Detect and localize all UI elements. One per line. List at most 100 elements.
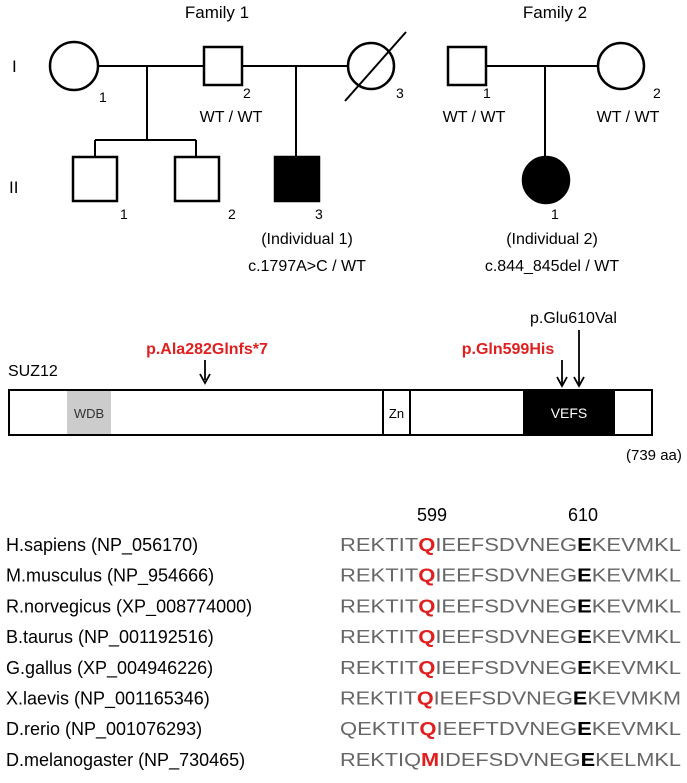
residue-599: Q bbox=[417, 689, 434, 709]
f2-I2-genotype: WT / WT bbox=[597, 109, 660, 126]
sequence-suffix: KEVMKL bbox=[592, 719, 681, 739]
zn-domain bbox=[382, 389, 411, 436]
individual-2-genotype: c.844_845del / WT bbox=[485, 258, 620, 275]
gene-name: SUZ12 bbox=[8, 363, 58, 380]
residue-610: E bbox=[577, 658, 592, 678]
variant-gln599his: p.Gln599His bbox=[462, 341, 555, 358]
residue-610: E bbox=[577, 719, 592, 739]
sequence-prefix: REKTIT bbox=[340, 627, 418, 647]
f1-II2-number: 2 bbox=[228, 206, 236, 222]
f1-II2-male bbox=[173, 155, 221, 203]
sequence-suffix: KEVMKM bbox=[587, 689, 681, 709]
f2-I1-number: 1 bbox=[483, 85, 491, 101]
individual-2-label: (Individual 2) bbox=[506, 231, 598, 248]
sequence-middle: IEEFSDVNEG bbox=[435, 596, 577, 616]
f1-II1-number: 1 bbox=[120, 206, 128, 222]
residue-599: Q bbox=[418, 627, 435, 647]
variant-glu610val: p.Glu610Val bbox=[530, 310, 617, 327]
family-1-title: Family 1 bbox=[185, 3, 249, 22]
f1-I1-female bbox=[48, 40, 100, 92]
residue-610: E bbox=[577, 535, 592, 555]
family-2-lines bbox=[486, 65, 598, 157]
wdb-domain-label: WDB bbox=[74, 406, 104, 421]
f2-I2-number: 2 bbox=[653, 85, 661, 101]
f2-II1-affected-female bbox=[521, 155, 571, 205]
sequence-prefix: REKTIT bbox=[340, 596, 418, 616]
f1-I2-genotype: WT / WT bbox=[200, 109, 263, 126]
individual-1-genotype: c.1797A>C / WT bbox=[248, 258, 366, 275]
species-label: M.musculus (NP_954666) bbox=[6, 566, 214, 587]
f2-I1-male bbox=[446, 45, 488, 87]
position-610: 610 bbox=[568, 505, 598, 525]
position-599: 599 bbox=[417, 505, 447, 525]
f1-II1-male bbox=[71, 155, 119, 203]
f1-II3-affected-male bbox=[273, 155, 321, 203]
vefs-domain-label: VEFS bbox=[551, 405, 588, 421]
sequence-prefix: REKTIT bbox=[340, 535, 418, 555]
species-label: X.laevis (NP_001165346) bbox=[6, 689, 210, 710]
sequence-suffix: KEVMKL bbox=[592, 535, 681, 555]
species-label: D.melanogaster (NP_730465) bbox=[6, 750, 245, 771]
sequence-prefix: REKTIQ bbox=[340, 750, 421, 770]
generation-I-label: I bbox=[12, 57, 17, 76]
sequence-middle: IEEFSDVNEG bbox=[435, 535, 577, 555]
residue-599: Q bbox=[418, 566, 435, 586]
residue-610: E bbox=[577, 596, 592, 616]
sequence-suffix: KEVMKL bbox=[592, 566, 681, 586]
sequence-prefix: REKTIT bbox=[340, 689, 417, 709]
residue-610: E bbox=[573, 689, 587, 709]
f1-I2-number: 2 bbox=[243, 85, 251, 101]
species-label: D.rerio (NP_001076293) bbox=[6, 719, 202, 740]
sequence-middle: IEEFSDVNEG bbox=[435, 658, 577, 678]
wdb-domain bbox=[67, 391, 111, 434]
sequence-suffix: KELMKL bbox=[595, 750, 681, 770]
sequence-prefix: REKTIT bbox=[340, 658, 418, 678]
f2-I1-genotype: WT / WT bbox=[443, 109, 506, 126]
residue-599: Q bbox=[418, 535, 435, 555]
f2-II1-number: 1 bbox=[551, 206, 559, 222]
f1-I1-number: 1 bbox=[99, 89, 107, 105]
residue-599: Q bbox=[419, 719, 436, 739]
sequence-middle: IEEFTDVNEG bbox=[437, 719, 578, 739]
sequence-middle: IEEFSDVNEG bbox=[435, 627, 577, 647]
species-label: H.sapiens (NP_056170) bbox=[6, 535, 198, 556]
variant-arrows bbox=[199, 330, 585, 388]
individual-1-label: (Individual 1) bbox=[261, 231, 353, 248]
residue-610: E bbox=[577, 627, 592, 647]
residue-610: E bbox=[577, 566, 592, 586]
residue-599: Q bbox=[418, 596, 435, 616]
sequence-prefix: QEKTIT bbox=[340, 719, 419, 739]
f1-I3-number: 3 bbox=[396, 85, 404, 101]
zn-domain-label: Zn bbox=[389, 406, 404, 421]
sequence-suffix: KEVMKL bbox=[592, 627, 681, 647]
variant-ala282glnfs: p.Ala282Glnfs*7 bbox=[146, 341, 268, 358]
sequence-middle: IDEFSDVNEG bbox=[439, 750, 580, 770]
sequence-prefix: REKTIT bbox=[340, 566, 418, 586]
pedigree: Family 1 Family 2 I II 1 2 3 WT / WT 1 2… bbox=[9, 3, 661, 275]
sequence-middle: IEEFSDVNEG bbox=[435, 566, 577, 586]
generation-II-label: II bbox=[9, 178, 18, 197]
species-label: B.taurus (NP_001192516) bbox=[6, 627, 214, 648]
protein-schematic: SUZ12 p.Glu610Val p.Ala282Glnfs*7 p.Gln5… bbox=[8, 310, 682, 464]
f1-I2-male bbox=[202, 45, 244, 87]
f1-II3-number: 3 bbox=[315, 206, 323, 222]
f2-I2-female bbox=[596, 41, 646, 91]
vefs-domain bbox=[523, 389, 615, 436]
species-label: R.norvegicus (XP_008774000) bbox=[6, 596, 252, 617]
protein-length: (739 aa) bbox=[626, 447, 682, 464]
residue-599: M bbox=[421, 750, 439, 770]
species-label: G.gallus (XP_004946226) bbox=[6, 658, 213, 679]
family-2-title: Family 2 bbox=[523, 3, 587, 22]
deceased-slash bbox=[344, 31, 407, 102]
sequence-middle: IEEFSDVNEG bbox=[434, 689, 573, 709]
